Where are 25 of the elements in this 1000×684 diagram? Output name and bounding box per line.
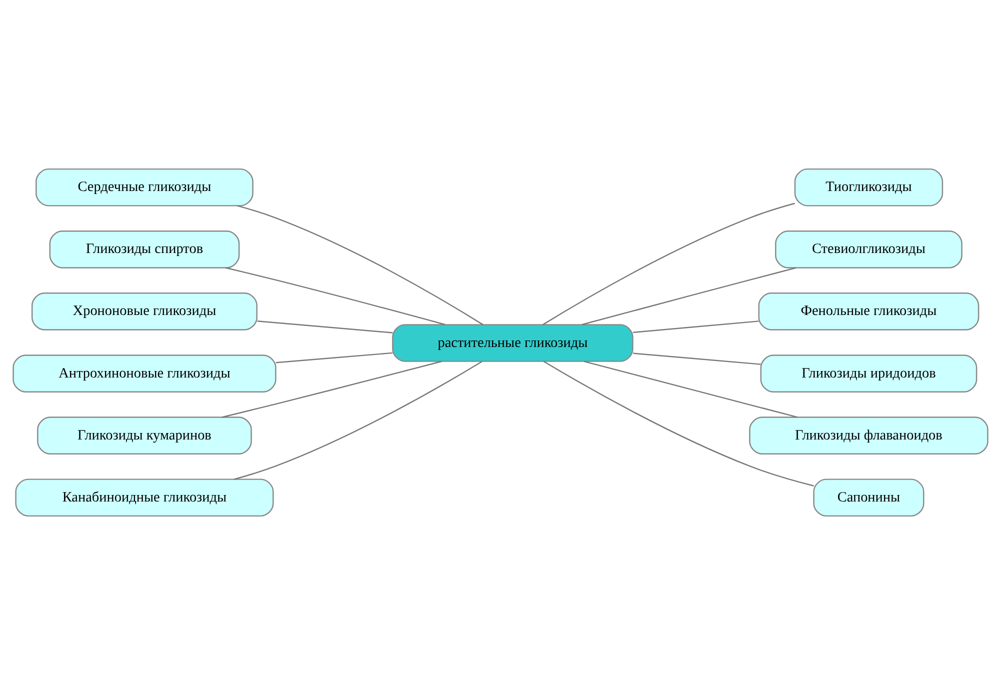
node-box: Стевиолгликозиды	[774, 230, 962, 268]
connector	[632, 320, 758, 332]
node-box: Канабиноидные гликозиды	[14, 478, 274, 516]
connector	[632, 352, 760, 364]
connector	[256, 320, 392, 333]
node-box: Гликозиды флаваноидов	[748, 416, 988, 454]
node-box: Хрононовые гликозиды	[30, 292, 257, 330]
node-box: Гликозиды спиртов	[48, 230, 240, 268]
node-box: Гликозиды иридоидов	[760, 354, 977, 392]
node-box: Тиогликозиды	[794, 168, 943, 206]
connector	[583, 360, 798, 418]
connector	[581, 266, 796, 325]
node-box: Фенольные гликозиды	[758, 292, 979, 330]
node-box: Сапонины	[812, 478, 924, 516]
connector	[542, 360, 814, 486]
node-box: Антрохиноновые гликозиды	[12, 354, 276, 392]
connector	[236, 204, 483, 325]
connector	[221, 360, 442, 418]
connector	[224, 266, 445, 325]
node-box: растительные гликозиды	[392, 324, 633, 362]
connector	[275, 352, 392, 363]
connector	[542, 202, 794, 325]
node-box: Сердечные гликозиды	[35, 168, 253, 206]
connector	[233, 360, 482, 480]
node-box: Гликозиды кумаринов	[36, 416, 252, 454]
